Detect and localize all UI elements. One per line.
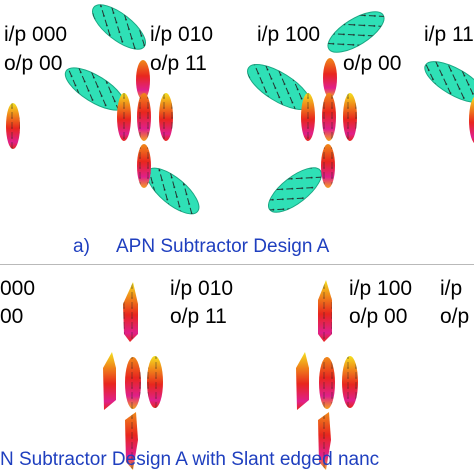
nanomagnet	[469, 97, 474, 143]
arrow-field	[117, 93, 131, 141]
slant-nanomagnet	[296, 352, 309, 410]
arrow-field	[147, 168, 199, 214]
arrow-field	[159, 93, 173, 141]
arrow-field	[319, 357, 335, 409]
panel-b-group-2-magnets	[103, 282, 163, 470]
panel-a-caption-letter: a)	[73, 236, 90, 257]
panel-a-group-1-magnets	[6, 103, 20, 149]
panel-a-g3-input: i/p 100	[257, 23, 321, 46]
arrow-field	[343, 93, 357, 141]
panel-b-magnets	[103, 280, 358, 470]
arrow-field	[268, 167, 322, 213]
arrow-field	[137, 144, 151, 188]
panel-b-caption: N Subtractor Design A with Slant edged n…	[0, 449, 380, 470]
panel-a-group-4-magnets	[424, 61, 474, 143]
panel-a-g3-output: o/p 00	[343, 52, 402, 75]
panel-b-g3-output: o/p 00	[349, 305, 408, 328]
panel-a-g2-output: o/p 11	[150, 52, 207, 75]
arrow-field	[125, 357, 141, 409]
panel-a-g2-input: i/p 010	[150, 23, 214, 46]
arrow-field	[92, 4, 146, 50]
panel-a-g1-input: i/p 000	[4, 23, 68, 46]
panel-b-g2-input: i/p 010	[170, 277, 234, 300]
arrow-field	[424, 61, 474, 103]
arrow-field	[123, 282, 138, 342]
nanomagnet	[6, 103, 20, 149]
panel-b-g1-input: 000	[0, 277, 36, 300]
panel-b-g1-output: 00	[0, 305, 24, 328]
slant-nanomagnet	[103, 352, 116, 410]
arrow-field	[247, 64, 311, 110]
panel-b-group-3-magnets	[296, 280, 358, 470]
panel-b-g3-input: i/p 100	[349, 277, 413, 300]
arrow-field	[321, 144, 335, 188]
panel-divider	[0, 264, 474, 265]
nanomagnet	[136, 60, 150, 100]
panel-b-g2-output: o/p 11	[170, 305, 227, 328]
panel-b-g4-output: o/p	[440, 305, 470, 328]
arrow-field	[137, 93, 151, 141]
panel-a-caption: APN Subtractor Design A	[116, 236, 330, 257]
panel-a-magnets	[6, 4, 474, 215]
arrow-field	[342, 356, 358, 408]
arrow-field	[65, 67, 125, 111]
panel-a-g4-input: i/p 11	[424, 23, 474, 46]
panel-a-group-3-magnets	[247, 11, 385, 213]
arrow-field	[322, 93, 336, 141]
arrow-field	[318, 412, 331, 470]
arrow-field	[125, 412, 138, 470]
arrow-field	[318, 280, 332, 342]
panel-a-group-2-magnets	[64, 4, 200, 215]
arrow-field	[328, 11, 384, 53]
nanomagnet	[323, 58, 337, 98]
panel-a-g1-output: o/p 00	[4, 52, 63, 75]
arrow-field	[147, 356, 163, 408]
panel-b-g4-input: i/p	[440, 277, 463, 300]
arrow-field	[301, 93, 315, 141]
